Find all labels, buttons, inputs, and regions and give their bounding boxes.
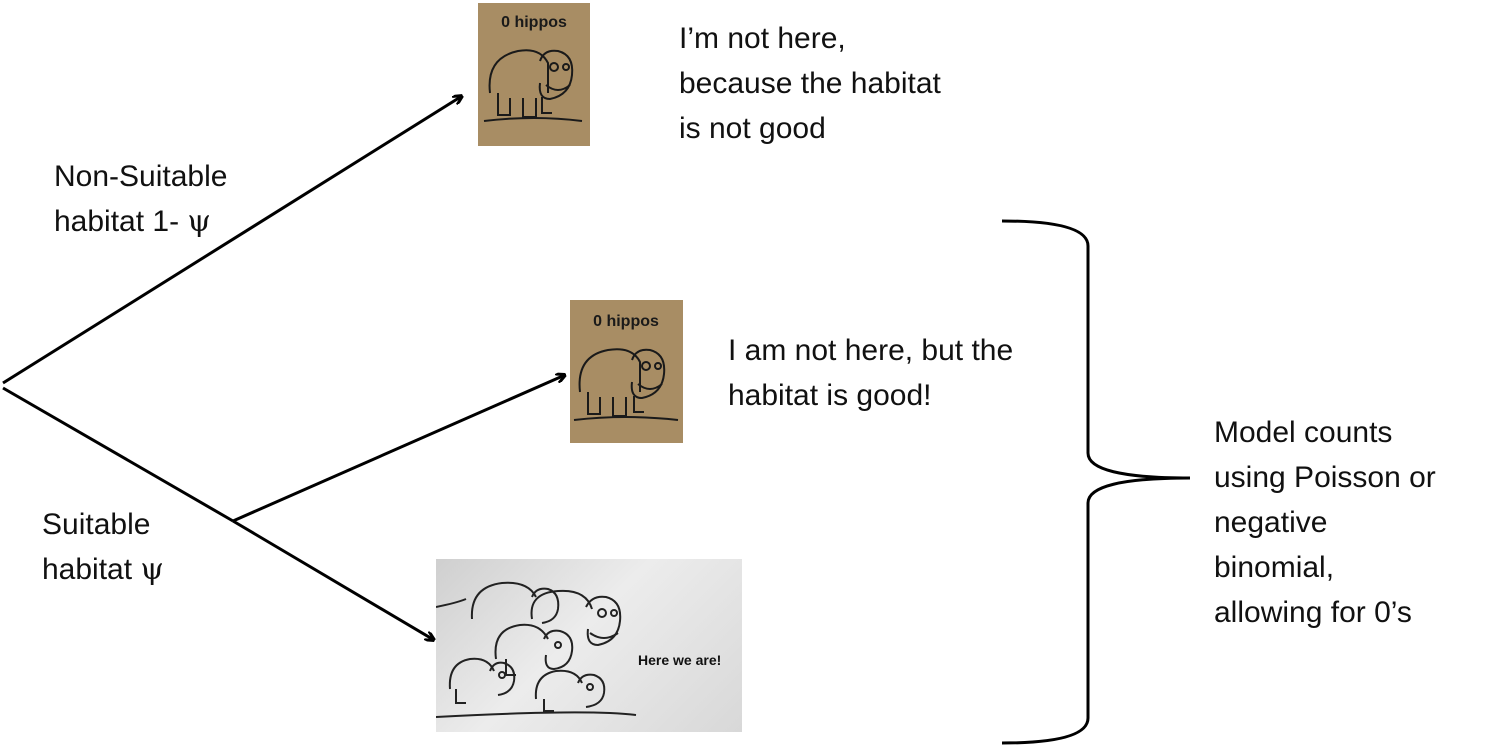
curly-brace [1001,219,1191,745]
hippo-photo-suitable-present: Here we are! [436,559,742,732]
branch-suitable-zero-arrow [232,375,565,523]
note-line: using Poisson or [1214,461,1436,494]
statement-line: because the habitat [679,67,941,100]
photo-caption: 0 hippos [501,14,567,31]
psi-symbol: ψ [140,552,164,587]
statement-line: I’m not here, [679,22,846,55]
psi-symbol: ψ [187,204,211,239]
label-line-1: Suitable [42,508,151,541]
statement-suitable-zero: I am not here, but the habitat is good! [728,328,1013,418]
label-text: habitat [42,553,141,586]
model-counts-note: Model counts using Poisson or negative b… [1214,410,1436,635]
label-line-2: habitat ψ [42,547,164,592]
hippo-photo-not-suitable: 0 hippos [478,3,590,146]
label-non-suitable-habitat: Non-Suitable habitat 1- ψ [54,154,227,244]
statement-not-suitable: I’m not here, because the habitat is not… [679,16,941,151]
branch-suitable-line [2,386,234,523]
photo-caption: Here we are! [638,652,721,668]
note-line: negative [1214,506,1328,539]
statement-line: habitat is good! [728,379,932,412]
label-suitable-habitat: Suitable habitat ψ [42,502,164,592]
hippo-photo-suitable-zero: 0 hippos [570,300,683,443]
label-line-2: habitat 1- ψ [54,199,227,244]
hippo-icon [483,49,583,122]
note-line: allowing for 0’s [1214,596,1412,629]
note-line: binomial, [1214,551,1335,584]
note-line: Model counts [1214,416,1393,449]
statement-line: I am not here, but the [728,334,1014,367]
statement-line: is not good [679,112,826,145]
branch-suitable-present-arrow [232,519,434,640]
branch-non-suitable-arrow [2,96,462,385]
photo-caption: 0 hippos [593,313,659,330]
label-text: habitat 1- [54,205,188,238]
hippo-icon [573,348,679,421]
label-line-1: Non-Suitable [54,160,228,193]
hippo-group-icon [436,581,637,718]
